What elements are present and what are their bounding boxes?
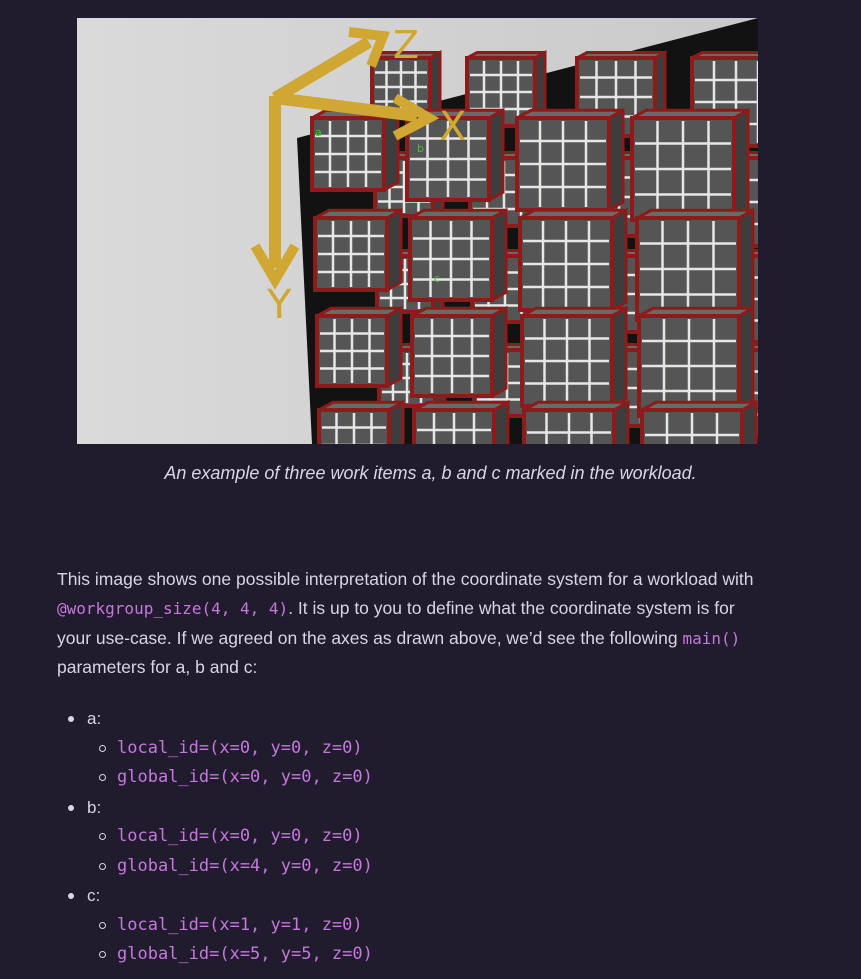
cube-side <box>607 107 625 213</box>
cube <box>408 207 508 303</box>
axis-arrows: Y X Z <box>250 23 466 328</box>
work-item-labels: a b c <box>315 126 440 285</box>
z-axis-arrow <box>271 36 373 104</box>
cube <box>412 399 510 444</box>
item-c-label: c <box>434 272 440 285</box>
x-arrowhead <box>392 93 440 141</box>
workgroup-size-code: @workgroup_size(4, 4, 4) <box>57 599 289 618</box>
cube <box>630 107 750 223</box>
figure-caption: An example of three work items a, b and … <box>164 463 697 483</box>
item-label: c: <box>87 886 101 905</box>
cube <box>310 107 400 193</box>
paragraph-text-2: . It is up to you to define what the coo… <box>57 598 735 648</box>
item-c-params: local_id=(x=1, y=1, z=0) global_id=(x=5,… <box>87 911 373 970</box>
cube-side <box>387 399 405 444</box>
item-label: b: <box>87 797 102 817</box>
item-b-params: local_id=(x=0, y=0, z=0) global_id=(x=4,… <box>87 822 373 881</box>
workload-cube-illustration: Y X Z a b c <box>77 18 758 444</box>
list-item-c: c: local_id=(x=1, y=1, z=0) global_id=(x… <box>57 881 373 970</box>
global-id-code: global_id=(x=5, y=5, z=0) <box>87 940 373 970</box>
cube-side <box>492 399 510 444</box>
cube-side <box>385 207 403 293</box>
cube <box>410 305 508 399</box>
paragraph-text-3: pa­rameters for a, b and c: <box>57 657 258 677</box>
paragraph-text-1: This image shows one possible interpreta… <box>57 568 754 589</box>
cube-side <box>610 305 628 409</box>
item-a-params: local_id=(x=0, y=0, z=0) global_id=(x=0,… <box>87 734 373 793</box>
cube <box>640 399 758 444</box>
cube-side <box>487 107 505 203</box>
item-a-label: a <box>315 126 322 139</box>
cube-side <box>737 305 755 419</box>
item-b-label: b <box>417 142 424 155</box>
cube <box>515 107 625 213</box>
global-id-code: global_id=(x=4, y=0, z=0) <box>87 852 373 882</box>
cube-side <box>490 207 508 303</box>
workload-figure: Y X Z a b c <box>77 18 758 444</box>
cube <box>518 207 628 313</box>
global-id-code: global_id=(x=0, y=0, z=0) <box>87 763 373 793</box>
local-id-code: local_id=(x=0, y=0, z=0) <box>87 734 373 764</box>
local-id-code: local_id=(x=1, y=1, z=0) <box>87 911 373 941</box>
cube <box>635 207 755 323</box>
cube-side <box>610 207 628 313</box>
x-axis-arrow <box>274 92 418 122</box>
z-axis-label: Z <box>393 23 419 67</box>
list-item-a: a: local_id=(x=0, y=0, z=0) global_id=(x… <box>57 704 373 793</box>
explanation-paragraph: This image shows one possible interpreta… <box>57 565 767 683</box>
y-axis-label: Y <box>266 282 292 328</box>
cube-side <box>732 107 750 223</box>
cube <box>520 305 628 409</box>
list-item-b: b: local_id=(x=0, y=0, z=0) global_id=(x… <box>57 793 373 882</box>
cube <box>315 305 403 389</box>
cube-side <box>385 305 403 389</box>
main-function-code: main() <box>682 628 741 648</box>
item-label: a: <box>87 709 102 728</box>
local-id-code: local_id=(x=0, y=0, z=0) <box>87 822 373 852</box>
cube-grid <box>310 49 758 444</box>
z-arrowhead <box>348 27 391 68</box>
cube-side <box>740 399 758 444</box>
cube-side <box>737 207 755 323</box>
cube <box>317 399 405 444</box>
cube-side <box>490 305 508 399</box>
cube <box>313 207 403 293</box>
cube-side <box>382 107 400 193</box>
cube <box>637 305 755 419</box>
y-arrowhead <box>250 243 300 290</box>
cube <box>522 399 630 444</box>
work-item-list: a: local_id=(x=0, y=0, z=0) global_id=(x… <box>57 704 373 970</box>
x-axis-label: X <box>439 104 466 150</box>
cube-side <box>612 399 630 444</box>
